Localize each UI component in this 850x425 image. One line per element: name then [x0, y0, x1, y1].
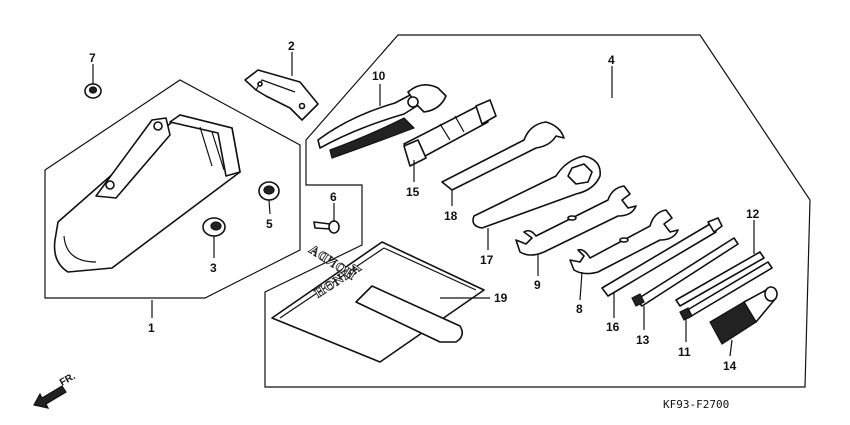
box-wrench-part [403, 99, 497, 167]
tool-box-part [53, 114, 241, 273]
screwdriver-bit-part-2 [675, 251, 765, 307]
callout-18: 18 [444, 209, 458, 223]
callout-7: 7 [89, 51, 96, 65]
callout-14: 14 [723, 359, 737, 373]
callout-6: 6 [330, 190, 337, 204]
direction-label: FR. [58, 371, 78, 389]
bracket-part [244, 69, 319, 121]
callout-19: 19 [494, 291, 508, 305]
callout-2: 2 [288, 39, 295, 53]
callout-13: 13 [636, 333, 650, 347]
callout-11: 11 [678, 345, 691, 359]
callout-16: 16 [606, 320, 620, 334]
group-outline-1 [44, 79, 301, 299]
group-outline-4 [264, 34, 811, 388]
callout-12: 12 [746, 207, 760, 221]
callout-4: 4 [608, 53, 615, 67]
nut-part [84, 83, 102, 99]
grommet-part-2 [258, 181, 280, 201]
wrench-part-9 [515, 185, 637, 256]
callout-17: 17 [480, 253, 494, 267]
ring-spanner-part [472, 155, 601, 229]
callout-8: 8 [576, 302, 583, 316]
callout-10: 10 [372, 69, 386, 83]
wrench-part-8 [569, 209, 679, 275]
bolt-part [313, 220, 340, 234]
front-direction-arrow: FR. [33, 371, 78, 409]
callout-labels: 1 2 3 4 5 6 7 8 9 10 11 12 13 14 15 16 1… [89, 39, 760, 373]
callout-5: 5 [266, 217, 273, 231]
diagram-code: KF93-F2700 [663, 398, 729, 411]
pliers-part [317, 84, 447, 159]
callout-3: 3 [210, 261, 217, 275]
grommet-part [202, 217, 226, 237]
screwdriver-handle-part [709, 286, 778, 345]
leader-lines [92, 52, 755, 357]
callout-15: 15 [406, 185, 420, 199]
callout-9: 9 [534, 278, 541, 292]
pin-spanner-part [441, 121, 565, 191]
screwdriver-bit-part-3 [679, 261, 773, 321]
screwdriver-bit-part [631, 237, 739, 307]
screwdriver-shaft-part [601, 217, 723, 297]
callout-1: 1 [148, 321, 155, 335]
tool-bag-part: HONDA HONDA [271, 240, 485, 363]
